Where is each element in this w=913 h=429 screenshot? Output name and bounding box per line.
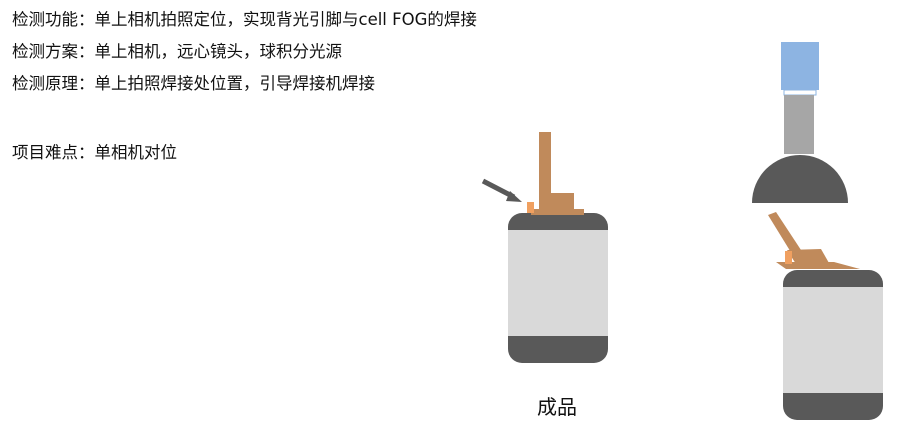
fpc-bent-block bbox=[787, 249, 829, 264]
product-cell-panel bbox=[508, 230, 608, 336]
product-fpc-block bbox=[551, 193, 574, 214]
product-fpc-base bbox=[531, 209, 584, 215]
pointer-arrow-head bbox=[506, 191, 522, 202]
product-solder-pin bbox=[527, 202, 534, 213]
camera-station bbox=[752, 42, 883, 420]
integrating-sphere-light bbox=[752, 155, 848, 203]
camera-lens-ring bbox=[783, 89, 817, 96]
project-difficulty-line: 项目难点：单相机对位 bbox=[12, 143, 177, 162]
fpc-bent-strip bbox=[768, 212, 801, 254]
camera-icon bbox=[781, 42, 819, 90]
detection-function-line: 检测功能：单上相机拍照定位，实现背光引脚与cell FOG的焊接 bbox=[12, 10, 477, 29]
finished-product bbox=[481, 132, 608, 363]
cell-panel bbox=[783, 287, 883, 393]
detection-principle-line: 检测原理：单上拍照焊接处位置，引导焊接机焊接 bbox=[12, 74, 375, 93]
detection-scheme-line: 检测方案：单上相机，远心镜头，球积分光源 bbox=[12, 42, 342, 61]
telecentric-lens bbox=[784, 95, 814, 154]
product-fpc-vertical bbox=[539, 132, 551, 214]
finished-product-caption: 成品 bbox=[537, 395, 577, 419]
fpc-bent-base bbox=[776, 262, 860, 269]
unsoldered-pin bbox=[785, 251, 792, 264]
